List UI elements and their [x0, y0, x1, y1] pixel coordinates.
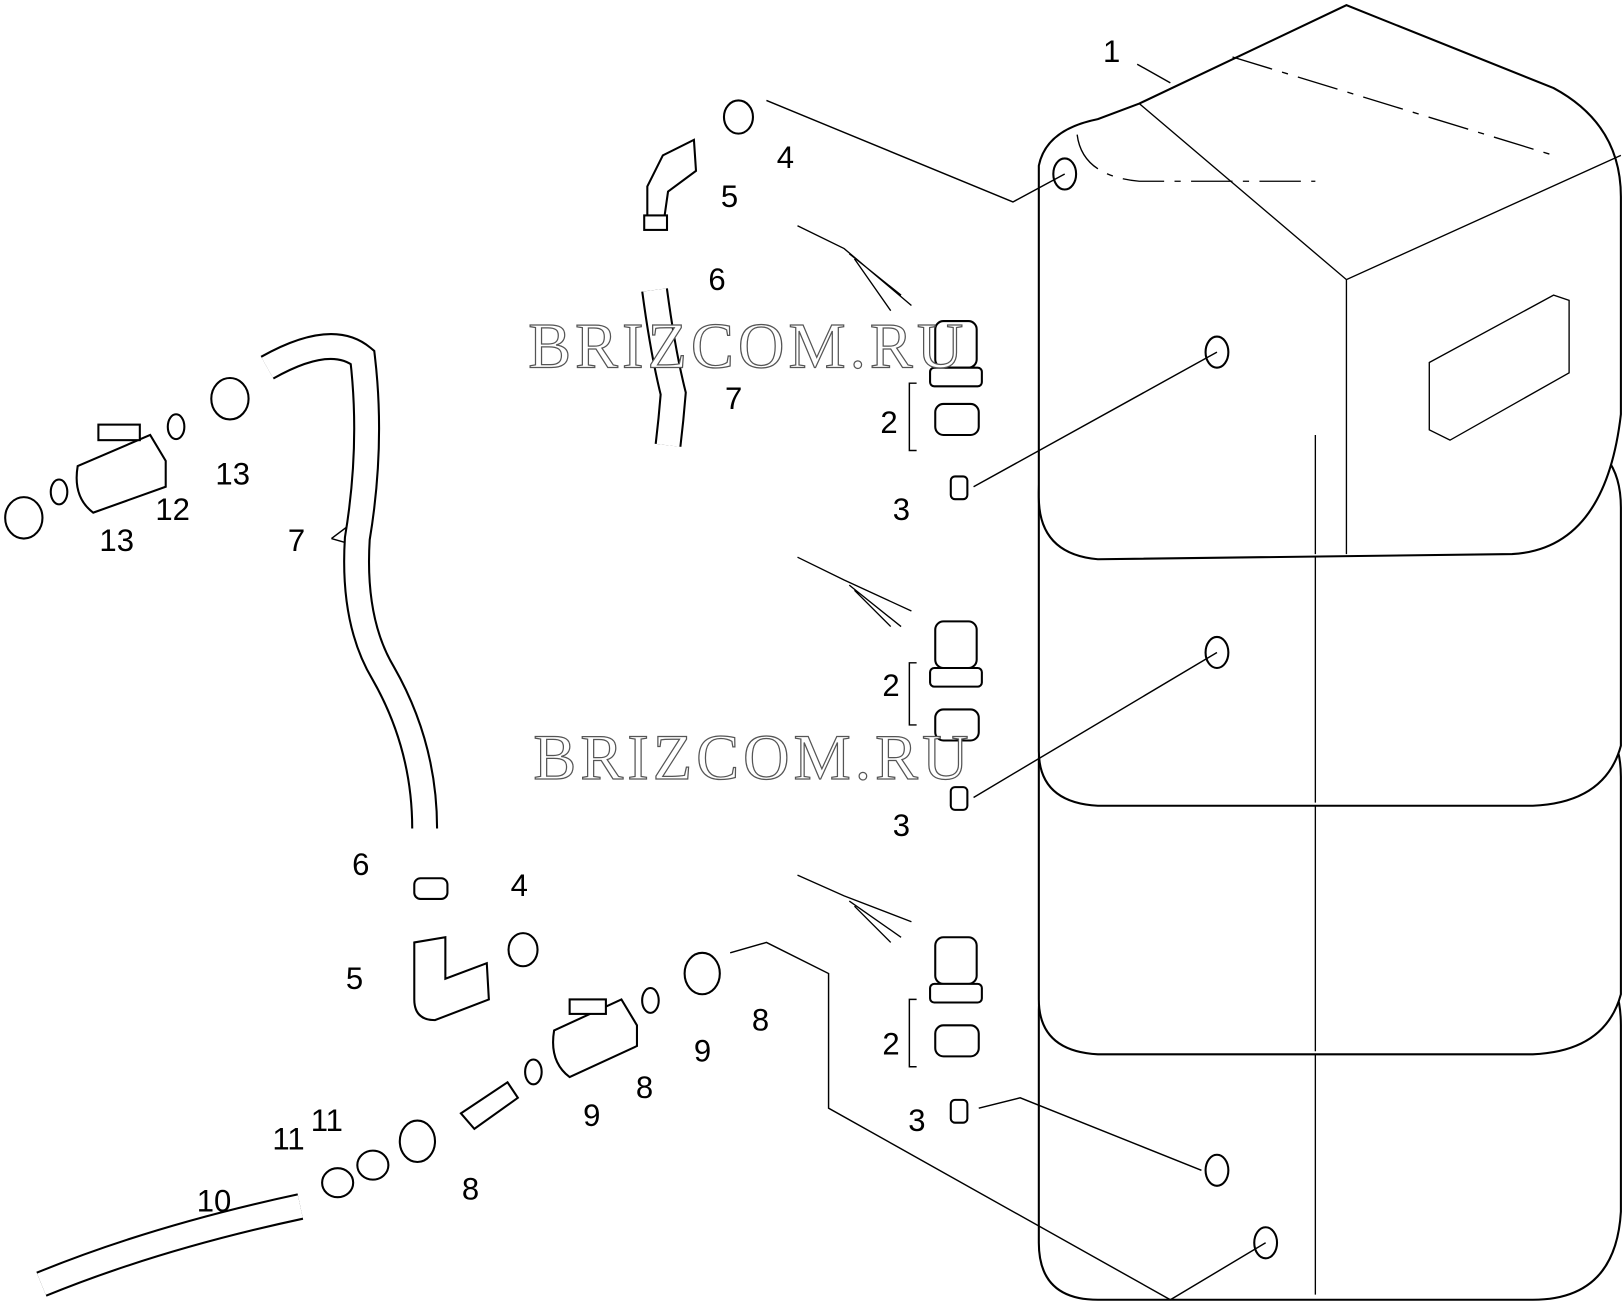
callout-nut: 8	[752, 1002, 769, 1037]
level-sensor	[797, 556, 983, 811]
seal-ring	[722, 99, 755, 135]
hose-clamp	[643, 214, 669, 231]
callout-seal: 4	[511, 868, 528, 903]
hose-clamp	[321, 1167, 355, 1199]
callout-valve: 12	[155, 492, 190, 527]
tank-port	[1204, 635, 1230, 670]
seal-ring	[507, 932, 539, 968]
tank-port	[1204, 1153, 1230, 1187]
watermark: BRIZCOM.RU	[533, 722, 972, 793]
union-nut	[683, 951, 721, 996]
callout-oring: 13	[99, 523, 134, 558]
callout-sensor: 2	[880, 405, 897, 440]
level-sensors	[797, 225, 983, 1124]
callout-nut: 8	[636, 1070, 653, 1105]
union-nut	[210, 376, 250, 421]
callout-drain-hose: 10	[197, 1184, 232, 1219]
callout-drain-clamp: 11	[272, 1122, 304, 1157]
o-ring	[49, 478, 69, 506]
union-nut	[4, 496, 44, 540]
ball-valve	[552, 998, 639, 1079]
callout-hose: 7	[725, 381, 742, 416]
o-ring	[166, 413, 186, 441]
callout-clamp: 6	[708, 262, 725, 297]
fittings	[4, 99, 755, 1199]
callout-oring: 9	[583, 1098, 600, 1133]
water-tank	[1037, 4, 1622, 1301]
callout-tee: 3	[893, 492, 910, 527]
callout-labels: 1 4 5 6 7 2 3 13 12 13 7 2 3 6 4 5 8 9 8…	[99, 34, 1120, 1219]
union-nut	[398, 1119, 437, 1164]
callout-seal: 4	[777, 140, 794, 175]
callout-tee: 3	[893, 808, 910, 843]
callout-hose: 7	[288, 523, 305, 558]
watermark: BRIZCOM.RU	[528, 311, 967, 382]
o-ring	[641, 986, 660, 1014]
ball-valve	[75, 433, 167, 514]
callout-elbow: 5	[721, 179, 738, 214]
valve-handle	[568, 998, 607, 1015]
callout-oring: 9	[694, 1034, 711, 1069]
hose-clamp	[356, 1149, 390, 1181]
callout-oring: 13	[215, 457, 250, 492]
tank-port	[1052, 157, 1078, 191]
callout-nut: 8	[462, 1171, 479, 1206]
callout-tee: 3	[908, 1103, 925, 1138]
callout-elbow: 5	[346, 961, 363, 996]
tank-port	[1204, 335, 1230, 369]
hose-nipple	[459, 1080, 520, 1131]
hoses	[36, 288, 687, 1297]
callout-sensor: 2	[882, 668, 899, 703]
level-sensor	[797, 874, 983, 1124]
callout-drain-clamp: 11	[311, 1103, 343, 1138]
valve-handle	[97, 423, 141, 442]
callout-tank: 1	[1103, 34, 1120, 69]
level-sensor	[797, 225, 983, 501]
elbow-fitting	[413, 936, 490, 1022]
o-ring	[524, 1058, 543, 1086]
callout-clamp: 6	[352, 847, 369, 882]
callout-sensor: 2	[882, 1026, 899, 1061]
hose-clamp	[413, 877, 449, 900]
